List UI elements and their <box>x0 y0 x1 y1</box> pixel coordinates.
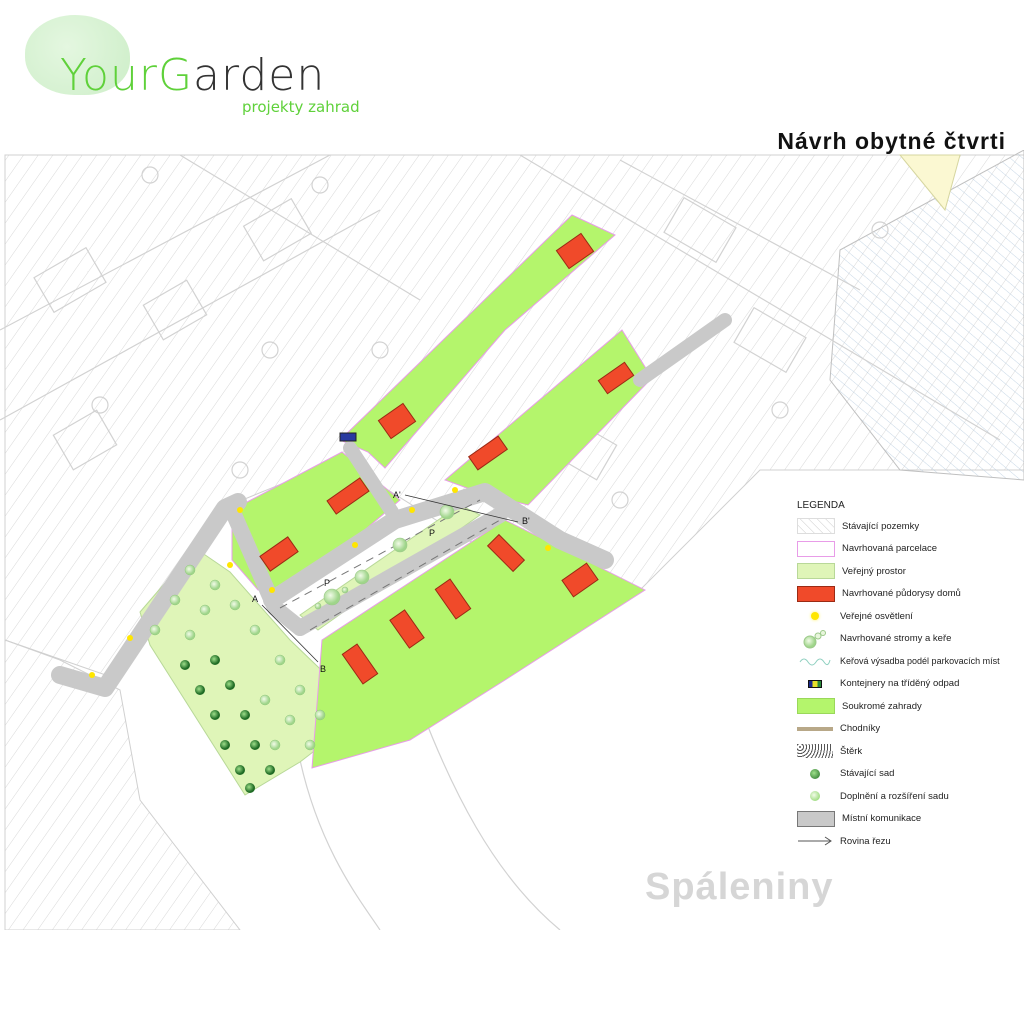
red-fill-icon <box>797 585 835 602</box>
light-green-fill-icon <box>797 563 835 580</box>
legend-label: Místní komunikace <box>842 813 922 825</box>
legend-item: Stávající pozemky <box>797 515 1024 538</box>
pink-outline-icon <box>797 540 835 557</box>
legend-label: Doplnění a rozšíření sadu <box>840 790 949 802</box>
legend-label: Stávající sad <box>840 768 895 780</box>
legend-label: Veřejné osvětlení <box>840 610 913 622</box>
logo-wordmark: YourGarden <box>60 50 325 101</box>
legend-item: Veřejné osvětlení <box>797 605 1024 628</box>
legend-label: Navrhovaná parcelace <box>842 543 938 555</box>
gravel-icon <box>797 744 833 759</box>
legend-item: Keřová výsadba podél parkovacích míst <box>797 650 1024 673</box>
light-tree-icon <box>797 789 833 803</box>
wave-line-icon <box>797 654 833 668</box>
street-lights <box>89 487 551 678</box>
section-label-a: A <box>252 594 259 604</box>
legend-label: Navrhované půdorysy domů <box>842 588 961 600</box>
legend-label: Štěrk <box>840 745 863 757</box>
logo-tagline: projekty zahrad <box>242 98 360 116</box>
existing-parcels <box>0 150 1024 930</box>
logo-g: G <box>157 50 194 101</box>
legend-label: Kontejnery na tříděný odpad <box>840 678 960 690</box>
tan-line-icon <box>797 722 833 736</box>
parking-label-2: P <box>429 528 436 538</box>
site-plan-map <box>0 150 1024 930</box>
legend-label: Navrhované stromy a keře <box>840 633 952 645</box>
legend-item: Doplnění a rozšíření sadu <box>797 785 1024 808</box>
parking-label-1: P <box>324 578 331 588</box>
section-lines <box>261 494 519 663</box>
legend-item: Navrhované půdorysy domů <box>797 583 1024 606</box>
legend-label: Rovina řezu <box>840 835 891 847</box>
legend-item: Veřejný prostor <box>797 560 1024 583</box>
legend-item: Navrhované stromy a keře <box>797 628 1024 651</box>
section-label-b: B <box>320 664 327 674</box>
proposed-trees <box>314 504 455 610</box>
logo-leaf <box>25 15 130 95</box>
yellow-dot-icon <box>797 609 833 623</box>
gray-fill-icon <box>797 810 835 827</box>
container-icon <box>797 677 833 691</box>
legend-item: Kontejnery na tříděný odpad <box>797 673 1024 696</box>
legend-item: Místní komunikace <box>797 808 1024 831</box>
waste-containers <box>339 432 357 442</box>
legend-item: Štěrk <box>797 740 1024 763</box>
tree-circles-icon <box>797 629 833 649</box>
legend-label: Stávající pozemky <box>842 520 920 532</box>
orchard-trees <box>149 564 326 793</box>
legend-item: Rovina řezu <box>797 830 1024 853</box>
legend-label: Soukromé zahrady <box>842 700 922 712</box>
legend-heading: LEGENDA <box>797 500 845 511</box>
dark-tree-icon <box>797 767 833 781</box>
legend-label: Keřová výsadba podél parkovacích míst <box>840 656 1000 667</box>
legend-item: Navrhovaná parcelace <box>797 538 1024 561</box>
arrow-icon <box>797 834 833 848</box>
logo-arden: arden <box>193 50 326 101</box>
legend-item: Soukromé zahrady <box>797 695 1024 718</box>
hatched-parcel-icon <box>797 518 835 535</box>
legend: LEGENDA Stávající pozemky Navrhovaná par… <box>797 500 1024 853</box>
green-fill-icon <box>797 698 835 715</box>
legend-label: Veřejný prostor <box>842 565 906 577</box>
legend-label: Chodníky <box>840 723 881 735</box>
legend-item: Chodníky <box>797 718 1024 741</box>
page-title: Návrh obytné čtvrti <box>777 128 1006 154</box>
logo-your: Your <box>60 50 158 101</box>
legend-item: Stávající sad <box>797 763 1024 786</box>
proposed-houses <box>259 232 635 685</box>
section-label-a-prime: A' <box>393 490 401 500</box>
place-name-label: Spáleniny <box>645 866 834 908</box>
logo: YourGarden projekty zahrad <box>20 10 370 130</box>
section-label-b-prime: B' <box>522 516 530 526</box>
